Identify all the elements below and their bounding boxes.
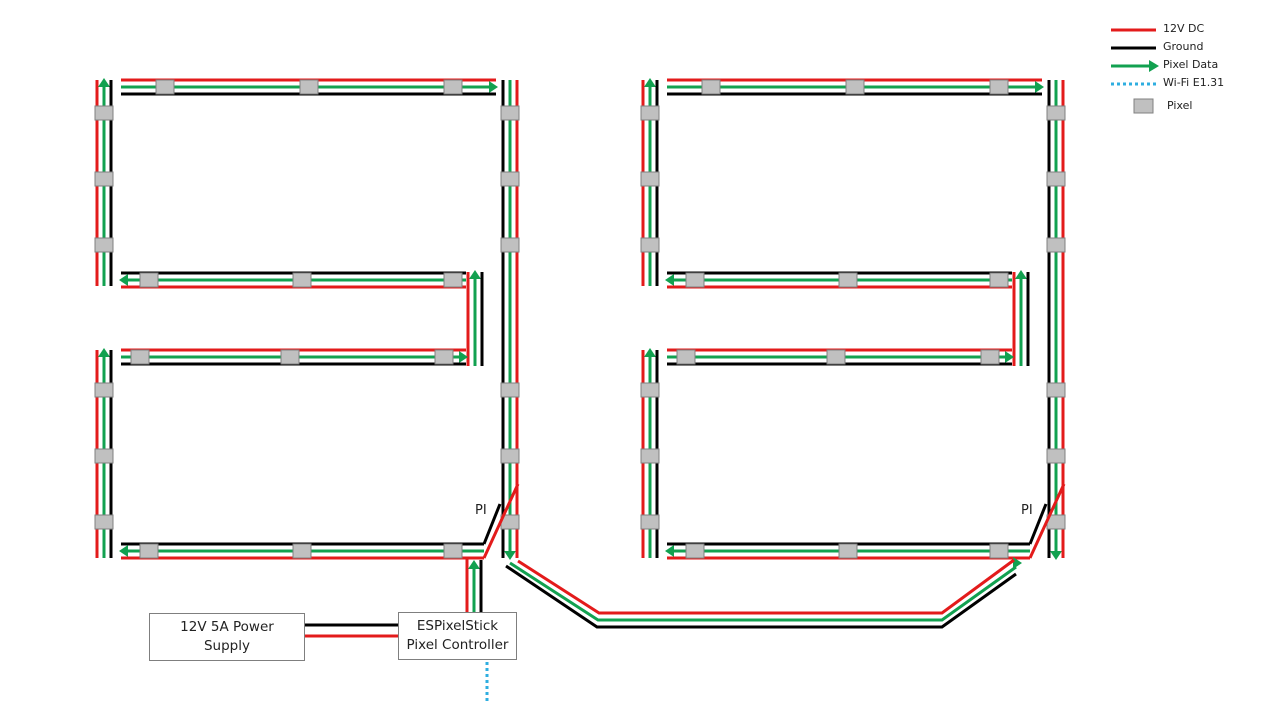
pixel-icon [701,79,721,95]
bridge-ground-wire [505,564,1017,629]
power-supply-box: 12V 5A Power Supply [149,613,305,661]
pixel-icon [299,79,319,95]
pixel-icon [94,171,114,187]
pixel-icon [139,543,159,559]
data-arrow-icon [1035,81,1044,93]
pixel-icon [280,349,300,365]
pixel-icon [443,543,463,559]
legend-label-ground: Ground [1163,40,1204,53]
data-arrow-icon [1015,270,1027,279]
legend-data-arrow-icon [1149,60,1159,72]
pixel-icon [500,382,520,398]
power-injection-label-left: PI [475,503,487,518]
data-arrow-icon [119,545,128,557]
data-arrow-icon [98,78,110,87]
pixel-icon [838,543,858,559]
pixel-icon [443,272,463,288]
pixel-icon [980,349,1000,365]
data-arrow-icon [468,560,480,569]
pixel-icon [94,105,114,121]
data-arrow-icon [504,551,516,560]
data-arrow-icon [665,274,674,286]
power-supply-label-line1: 12V 5A Power [180,619,274,635]
pixel-icon [1046,448,1066,464]
controller-label-line1: ESPixelStick [416,618,499,634]
pixel-icon [434,349,454,365]
data-arrow-icon [644,78,656,87]
legend-label-pixel: Pixel [1167,99,1193,112]
pixel-controller-box: ESPixelStick Pixel Controller [398,612,517,660]
pixel-icon [989,272,1009,288]
bridge-data-wire [509,561,1017,622]
power-injection-label-right: PI [1021,503,1033,518]
pixel-icon [1046,237,1066,253]
pixel-icon [94,237,114,253]
data-arrow-icon [98,348,110,357]
legend-label-pixel-data: Pixel Data [1163,58,1219,71]
pixel-icon [640,237,660,253]
pixel-icon [640,382,660,398]
controller-label-line2: Pixel Controller [406,637,509,653]
power-supply-label-line2: Supply [203,638,250,654]
legend-label-12v-dc: 12V DC [1163,22,1205,35]
data-arrow-icon [665,545,674,557]
pixel-icon [989,79,1009,95]
pixel-icon [1046,382,1066,398]
pixel-icon [640,514,660,530]
pixel-icon [139,272,159,288]
pixel-icon [94,448,114,464]
pixel-icon [676,349,696,365]
pixel-icon [685,272,705,288]
pixel-icon [1046,105,1066,121]
data-arrow-icon [1005,351,1014,363]
pixel-icon [155,79,175,95]
power-injection-power-wire [1028,483,1066,559]
pixel-icon [640,448,660,464]
legend-label-wifi: Wi-Fi E1.31 [1163,76,1225,89]
data-arrow-icon [644,348,656,357]
pixel-icon [500,105,520,121]
pixel-icon [1046,171,1066,187]
pixel-icon [130,349,150,365]
data-arrow-icon [1013,557,1022,569]
power-injection-ground-wire [1028,503,1048,545]
pixel-icon [443,79,463,95]
pixel-icon [94,514,114,530]
pixel-icon [640,105,660,121]
power-injection-power-wire [482,483,520,559]
legend-pixel-icon [1133,98,1154,114]
pixel-icon [292,272,312,288]
pixel-icon [640,171,660,187]
pixel-icon [292,543,312,559]
data-arrow-icon [119,274,128,286]
pixel-icon [845,79,865,95]
pixel-icon [685,543,705,559]
pixel-icon [826,349,846,365]
pixel-icon [94,382,114,398]
data-arrow-icon [469,270,481,279]
pixel-icon [500,448,520,464]
data-arrow-icon [459,351,468,363]
pixel-icon [838,272,858,288]
bridge-power-wire [517,558,1015,615]
pixel-icon [989,543,1009,559]
pixel-icon [500,237,520,253]
power-injection-ground-wire [482,503,502,545]
pixel-icon [500,171,520,187]
data-arrow-icon [489,81,498,93]
data-arrow-icon [1050,551,1062,560]
